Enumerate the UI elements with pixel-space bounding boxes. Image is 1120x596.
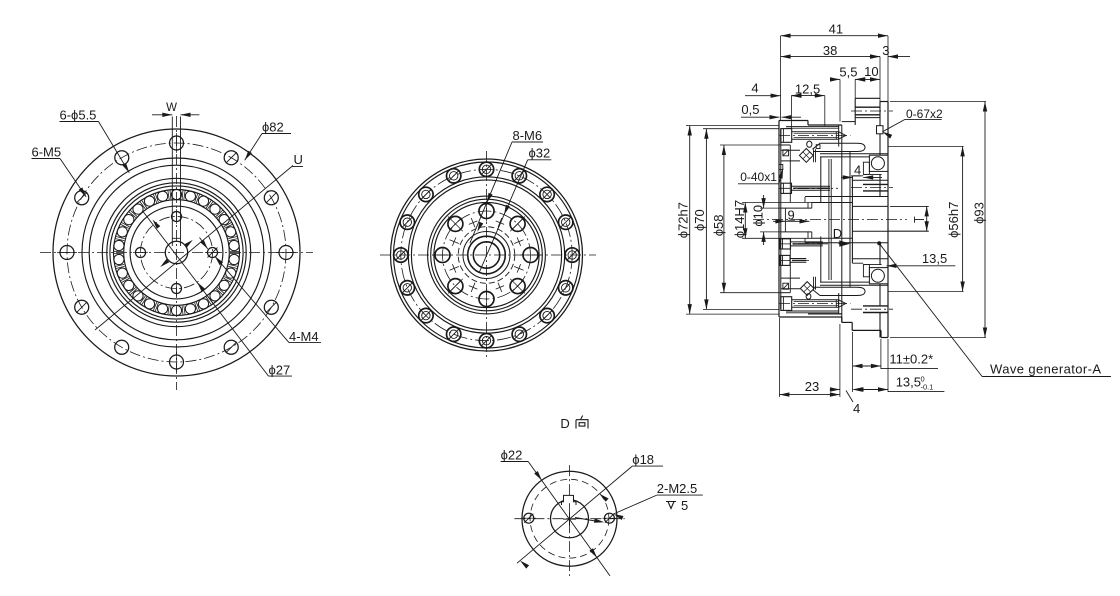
svg-text:2-M2.5: 2-M2.5 [657,481,697,496]
svg-text:0,5: 0,5 [741,102,759,117]
svg-text:ϕ93: ϕ93 [971,202,986,224]
svg-text:13,5: 13,5 [922,251,947,266]
svg-text:4: 4 [751,81,758,96]
svg-text:38: 38 [823,43,837,58]
svg-text:0-40x1: 0-40x1 [740,170,777,184]
svg-text:ϕ58: ϕ58 [711,215,726,237]
svg-text:ϕ22: ϕ22 [501,448,523,463]
svg-text:13,5: 13,5 [896,375,921,390]
svg-text:41: 41 [829,22,843,37]
svg-text:W: W [166,102,177,114]
svg-text:4: 4 [854,163,861,178]
svg-text:6-ϕ5.5: 6-ϕ5.5 [60,108,97,123]
svg-text:ϕ18: ϕ18 [632,452,654,467]
svg-text:ϕ72h7: ϕ72h7 [676,202,691,238]
svg-text:ϕ56h7: ϕ56h7 [946,202,961,238]
svg-text:5: 5 [681,498,688,513]
svg-text:10: 10 [864,64,878,79]
svg-text:ϕ10: ϕ10 [750,205,765,227]
svg-text:11±0.2*: 11±0.2* [889,352,933,367]
svg-text:3: 3 [882,43,889,58]
svg-text:D: D [560,416,569,431]
svg-text:ϕ32: ϕ32 [529,146,551,161]
svg-text:U: U [294,152,303,167]
svg-text:4: 4 [853,401,860,416]
svg-text:8-M6: 8-M6 [513,128,543,143]
svg-text:9: 9 [788,208,795,223]
svg-text:5,5: 5,5 [839,65,857,80]
svg-text:ϕ27: ϕ27 [269,363,291,378]
svg-text:D: D [833,226,842,241]
svg-text:-0.1: -0.1 [921,383,934,392]
svg-text:ϕ82: ϕ82 [262,120,284,135]
svg-text:Wave generator-A: Wave generator-A [990,362,1101,377]
svg-text:23: 23 [805,379,819,394]
svg-text:ϕ14H7: ϕ14H7 [732,200,747,238]
svg-text:0-67x2: 0-67x2 [906,107,943,121]
svg-text:ϕ70: ϕ70 [692,209,707,231]
svg-text:6-M5: 6-M5 [32,145,62,160]
svg-text:4-M4: 4-M4 [289,329,319,344]
